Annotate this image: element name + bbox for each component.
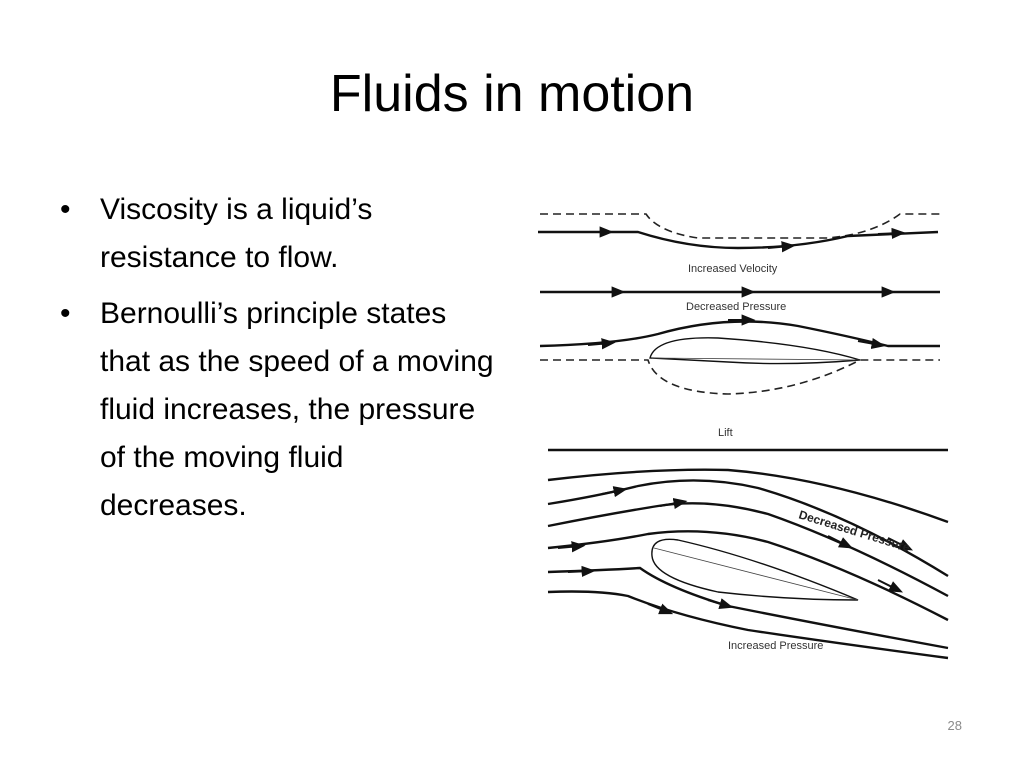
- streamline-arrow: [567, 565, 596, 577]
- airflow-diagram: Increased Velocity Decreased Pressure Li…: [538, 213, 949, 660]
- streamline-arrow: [659, 497, 688, 510]
- label-decreased-pressure-top: Decreased Pressure: [686, 301, 786, 313]
- streamline-bottom-4: [547, 502, 949, 598]
- streamline-arrow: [877, 227, 906, 239]
- streamline-arrow: [601, 486, 628, 498]
- airfoil-angled-chord: [653, 547, 859, 601]
- label-increased-velocity: Increased Velocity: [688, 263, 778, 275]
- streamline-arrow: [707, 598, 734, 609]
- streamline-arrow: [647, 603, 674, 615]
- streamline-bottom-5: [547, 530, 949, 622]
- streamline-bottom-2: [547, 468, 949, 524]
- streamline-bottom-3: [547, 479, 949, 578]
- bullet-item: • Bernoulli’s principle states that as t…: [58, 290, 498, 530]
- streamline-arrow: [557, 541, 586, 553]
- slide-title: Fluids in motion: [329, 65, 695, 123]
- airfoil-chord: [651, 357, 861, 361]
- page-number: 28: [947, 718, 962, 733]
- bullet-list: • Viscosity is a liquid’s resistance to …: [58, 186, 498, 538]
- bullet-text: Viscosity is a liquid’s resistance to fl…: [100, 193, 373, 274]
- bullet-text: Bernoulli’s principle states that as the…: [100, 297, 494, 522]
- streamline-arrow: [877, 579, 904, 593]
- streamline-top-3: [539, 320, 940, 348]
- bullet-dot-icon: •: [60, 193, 71, 226]
- streamline-arrow: [857, 337, 886, 350]
- airfoil-top: [649, 337, 861, 365]
- streamline-bottom-7: [547, 590, 949, 660]
- streamline-arrow: [827, 535, 854, 549]
- bullet-item: • Viscosity is a liquid’s resistance to …: [58, 186, 498, 282]
- label-lift: Lift: [718, 427, 733, 439]
- streamline-bottom-6: [547, 566, 949, 650]
- streamline-arrow: [887, 537, 914, 551]
- top-dashed-lower: [540, 359, 940, 395]
- bernoulli-figure: Increased Velocity Decreased Pressure Li…: [528, 196, 958, 664]
- streamline-top-1: [538, 230, 939, 250]
- top-dashed-boundary: [540, 213, 940, 239]
- streamline-arrow: [587, 338, 616, 350]
- streamline-arrow: [767, 241, 796, 253]
- label-increased-pressure: Increased Pressure: [728, 640, 823, 652]
- bottom-diagram: Lift Decreas: [547, 427, 949, 660]
- top-diagram: Increased Velocity Decreased Pressure: [538, 213, 940, 395]
- bullet-dot-icon: •: [60, 297, 71, 330]
